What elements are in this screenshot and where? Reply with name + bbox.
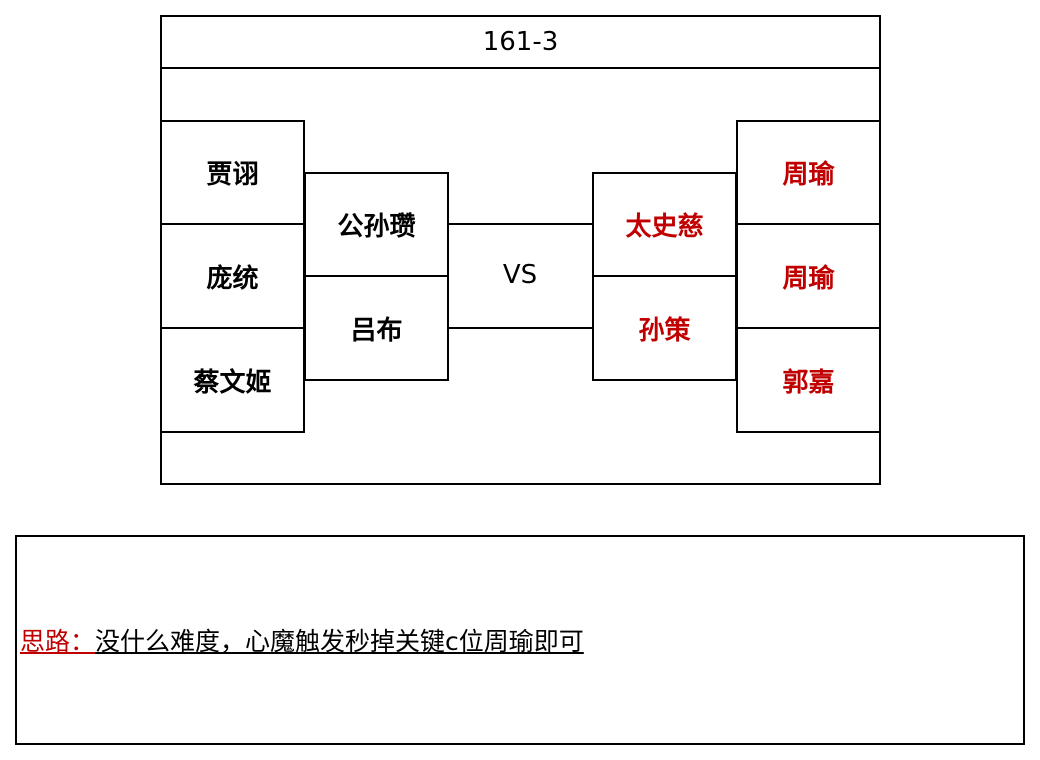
strategy-note: 思路：没什么难度，心魔触发秒掉关键c位周瑜即可 <box>20 622 584 658</box>
vs-label: VS <box>502 260 538 290</box>
strategy-note-box <box>15 535 1025 745</box>
left-inner-hero-2: 吕布 <box>304 275 449 381</box>
left-outer-hero-2: 庞统 <box>160 223 305 329</box>
strategy-note-text: 没什么难度，心魔触发秒掉关键c位周瑜即可 <box>95 627 584 656</box>
right-outer-hero-3: 郭嘉 <box>736 327 881 433</box>
stage-title: 161-3 <box>160 15 881 69</box>
right-inner-hero-1: 太史慈 <box>592 172 737 277</box>
left-inner-hero-1: 公孙瓒 <box>304 172 449 277</box>
right-outer-hero-2: 周瑜 <box>736 223 881 329</box>
connector-line-top <box>448 223 593 225</box>
left-outer-hero-3: 蔡文姬 <box>160 327 305 433</box>
strategy-note-label: 思路： <box>20 627 96 656</box>
right-outer-hero-1: 周瑜 <box>736 120 881 225</box>
left-outer-hero-1: 贾诩 <box>160 120 305 225</box>
right-inner-hero-2: 孙策 <box>592 275 737 381</box>
connector-line-bottom <box>448 327 593 329</box>
